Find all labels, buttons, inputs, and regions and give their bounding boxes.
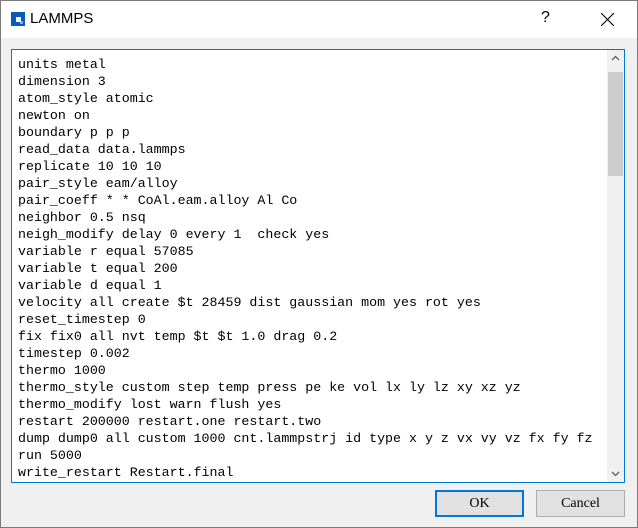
cancel-button[interactable]: Cancel — [536, 490, 625, 517]
script-line: thermo_style custom step temp press pe k… — [18, 380, 521, 395]
script-text[interactable]: units metal dimension 3 atom_style atomic n… — [18, 56, 593, 481]
script-line: neigh_modify delay 0 every 1 check yes — [18, 227, 330, 242]
scroll-up-button[interactable] — [607, 50, 624, 67]
script-line: restart 200000 restart.one restart.two — [18, 414, 322, 429]
help-button[interactable]: ? — [541, 9, 550, 26]
script-line: thermo_modify lost warn flush yes — [18, 397, 282, 412]
script-line: variable t equal 200 — [18, 261, 178, 276]
scrollbar-thumb[interactable] — [608, 72, 623, 176]
script-line: write_restart Restart.final — [18, 465, 234, 480]
close-button[interactable] — [593, 5, 623, 33]
chevron-up-icon — [611, 55, 620, 61]
scroll-down-button[interactable] — [607, 465, 624, 482]
script-line: pair_coeff * * CoAl.eam.alloy Al Co — [18, 193, 298, 208]
title-bar: LAMMPS ? — [1, 1, 637, 38]
script-line: pair_style eam/alloy — [18, 176, 178, 191]
script-line: newton on — [18, 108, 90, 123]
script-line: timestep 0.002 — [18, 346, 130, 361]
ok-button[interactable]: OK — [435, 490, 524, 517]
lammps-logo-icon — [11, 12, 25, 26]
chevron-down-icon — [611, 471, 620, 477]
script-line: replicate 10 10 10 — [18, 159, 162, 174]
script-line: reset_timestep 0 — [18, 312, 146, 327]
script-line: dimension 3 — [18, 74, 106, 89]
script-line: velocity all create $t 28459 dist gaussi… — [18, 295, 481, 310]
vertical-scrollbar[interactable] — [607, 50, 624, 482]
script-line: fix fix0 all nvt temp $t $t 1.0 drag 0.2 — [18, 329, 338, 344]
script-line: variable r equal 57085 — [18, 244, 194, 259]
script-editor[interactable]: units metal dimension 3 atom_style atomic n… — [11, 49, 625, 483]
script-line: atom_style atomic — [18, 91, 154, 106]
script-line: variable d equal 1 — [18, 278, 162, 293]
script-line: run 5000 — [18, 448, 82, 463]
script-line: boundary p p p — [18, 125, 130, 140]
script-line: dump dump0 all custom 1000 cnt.lammpstrj… — [18, 431, 593, 446]
window-title: LAMMPS — [30, 10, 94, 27]
script-line: units metal — [18, 57, 106, 72]
close-icon — [601, 13, 614, 26]
script-line: neighbor 0.5 nsq — [18, 210, 146, 225]
script-line: read_data data.lammps — [18, 142, 186, 157]
script-line: thermo 1000 — [18, 363, 106, 378]
